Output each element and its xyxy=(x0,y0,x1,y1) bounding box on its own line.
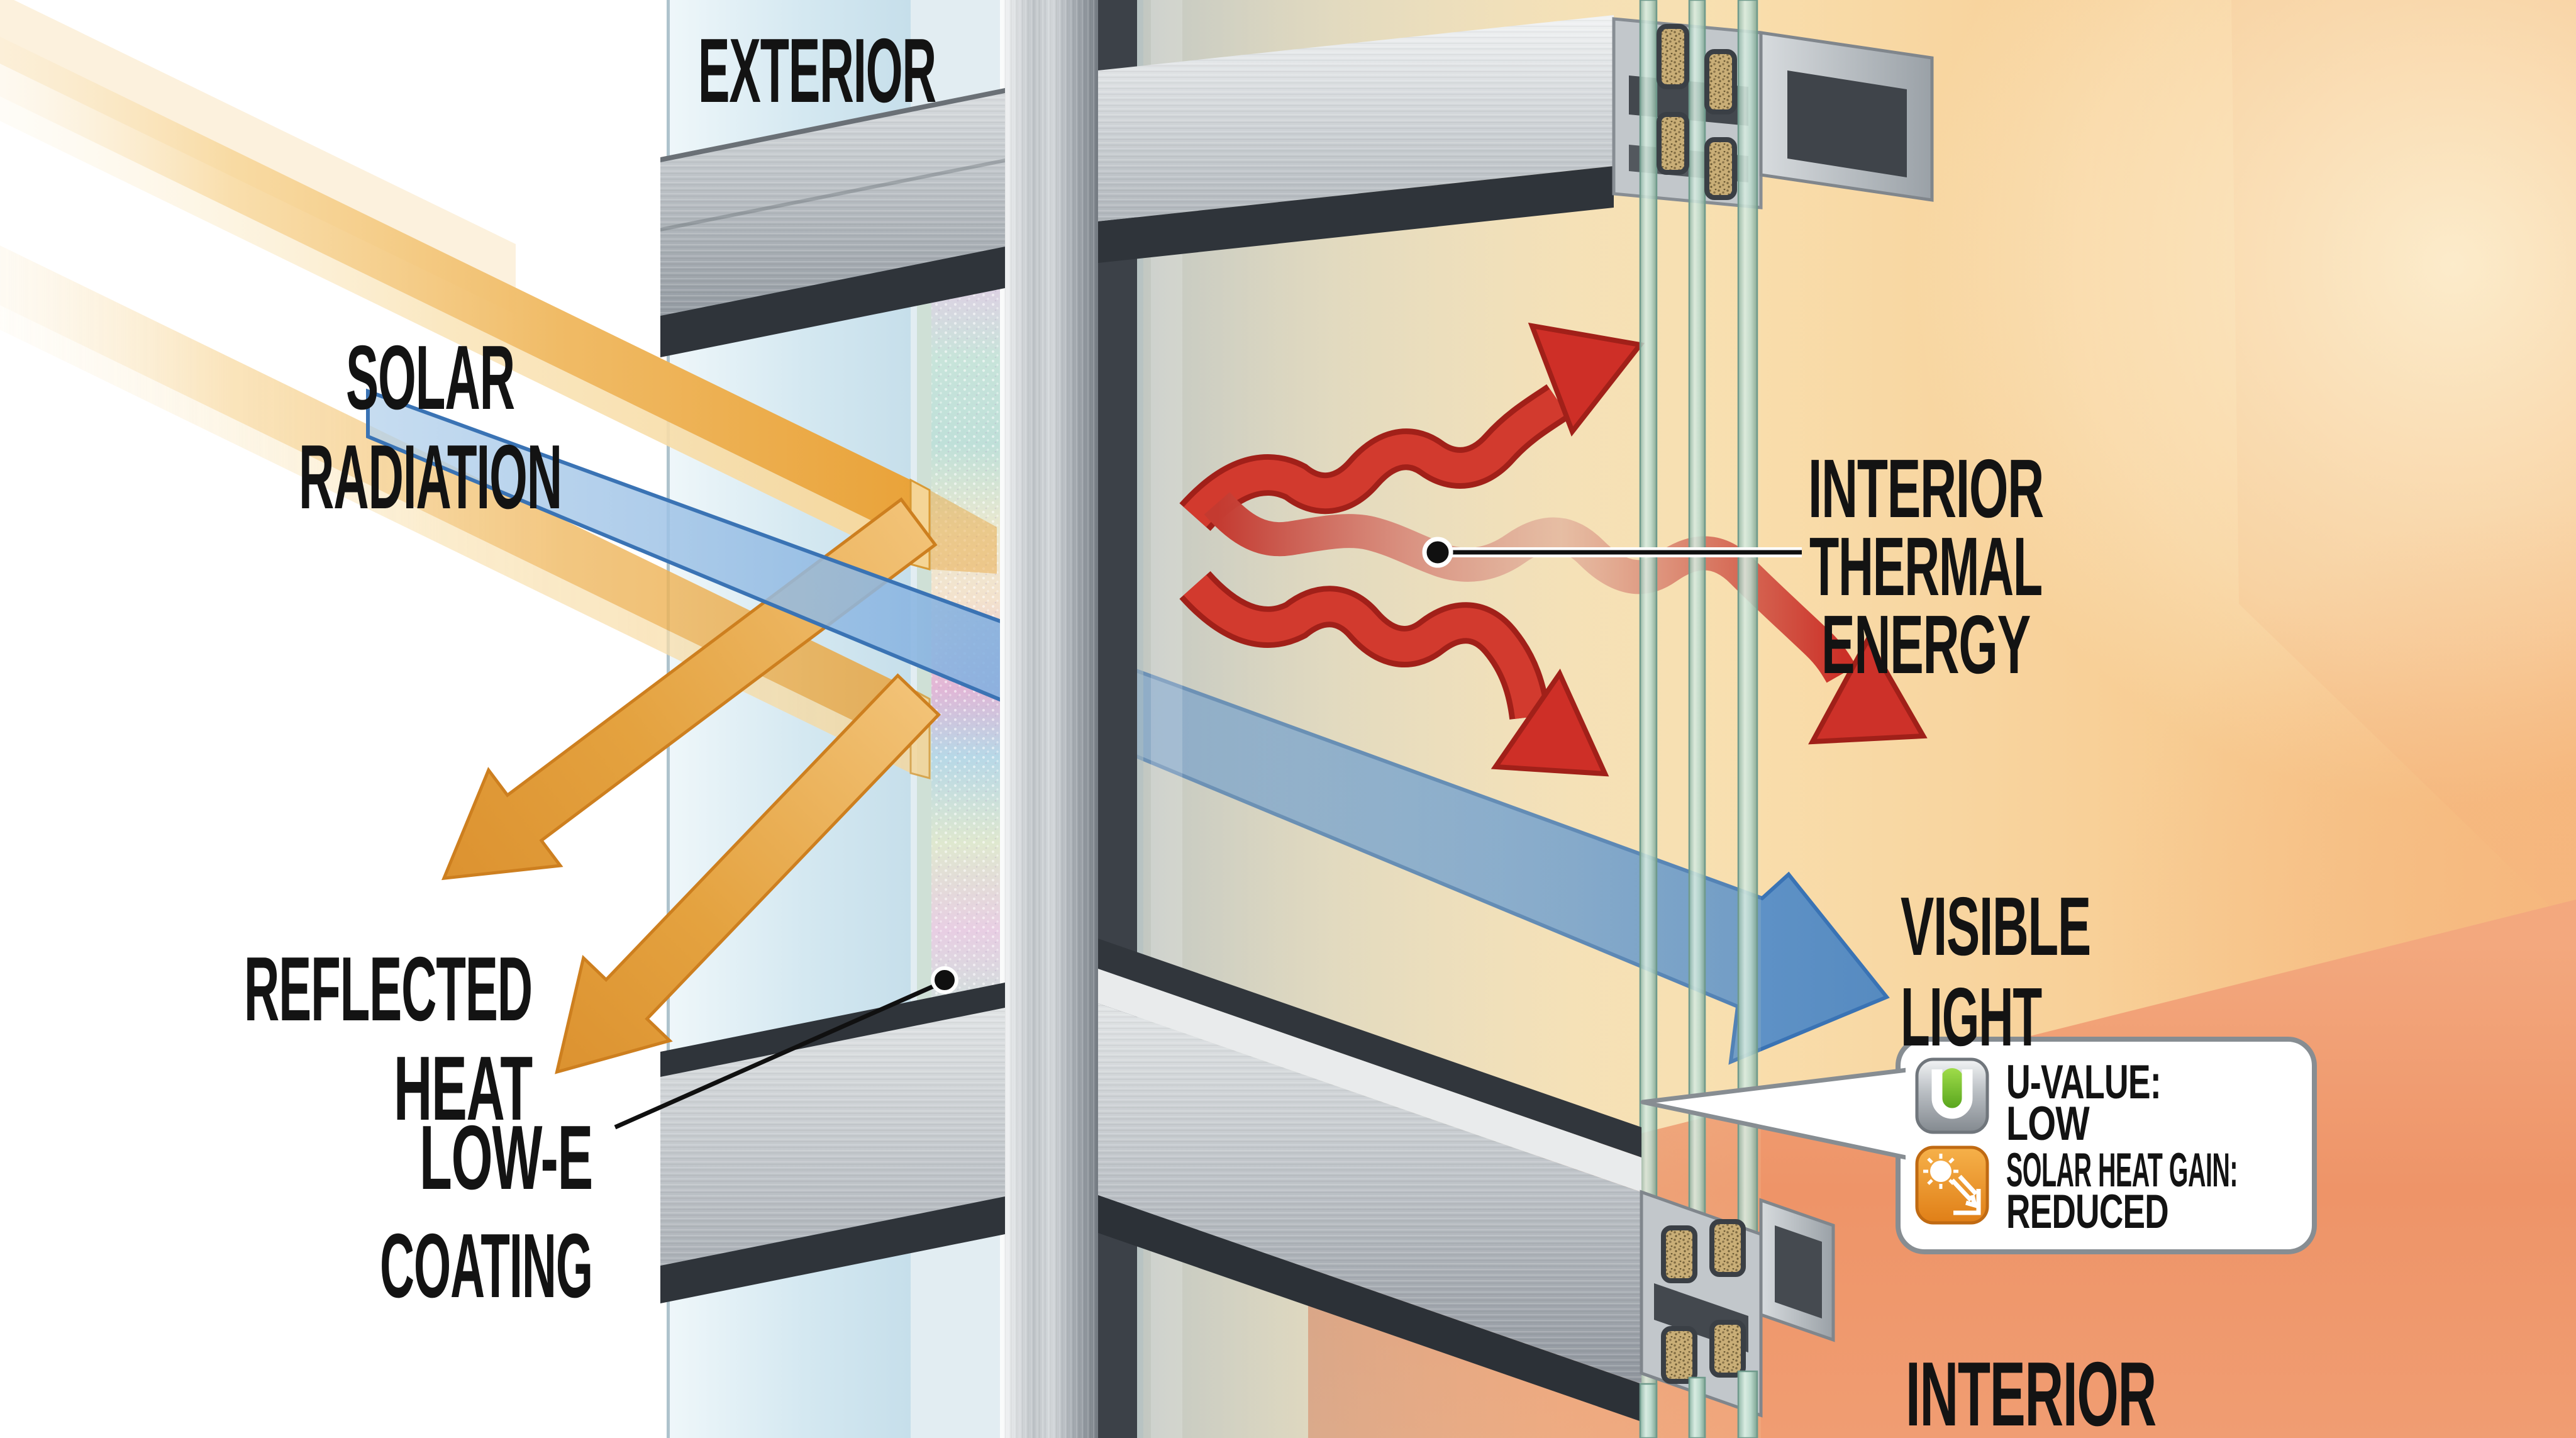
bottom-transom-right-topface xyxy=(1098,969,1641,1192)
top-transom-right-gasket xyxy=(1098,166,1614,263)
thermal-arrow-down-body xyxy=(1184,574,1545,720)
thermal-arrow-through xyxy=(1204,491,1928,745)
spacer-top-4 xyxy=(1704,137,1737,200)
lowe-coating-label-line1: LOW-E xyxy=(419,1106,592,1208)
thermal-label-line1: INTERIOR xyxy=(1808,442,2043,535)
shg-value: REDUCED xyxy=(2006,1185,2168,1239)
top-transom-left-step xyxy=(660,159,1005,231)
interior-thermal-energy-arrows xyxy=(1179,322,1928,777)
bottom-transom-right-texture xyxy=(1098,1003,1641,1384)
u-value-icon xyxy=(1915,1057,1989,1134)
lowe-coating-label-line2: COATING xyxy=(380,1215,592,1317)
thermal-arrow-through-body xyxy=(1204,491,1857,683)
thermal-arrow-through-head xyxy=(1808,634,1928,745)
glazing-pane-3 xyxy=(1737,0,1758,1438)
visible-light-label-line1: VISIBLE xyxy=(1901,880,2090,973)
thermal-leader xyxy=(1422,537,1802,568)
thermal-arrow-down-head xyxy=(1491,668,1609,777)
spacer-top-2 xyxy=(1704,49,1737,114)
interior-label: INTERIOR xyxy=(1906,1343,2156,1438)
bottom-transom xyxy=(660,939,1835,1438)
glazing-pane-2 xyxy=(1688,0,1706,1438)
top-transom-right-texture xyxy=(1098,15,1614,221)
spacer-top-1 xyxy=(1657,24,1689,89)
reflected-heat-arrow-b-shape xyxy=(555,673,941,1074)
shg-label: SOLAR HEAT GAIN: xyxy=(2006,1144,2238,1197)
thermal-arrow-up-head xyxy=(1528,322,1645,437)
spacer-top-3 xyxy=(1657,112,1689,175)
glazing-pane-2-stub xyxy=(1688,1376,1706,1438)
reflected-heat-arrow-b xyxy=(555,673,941,1074)
exterior-label: EXTERIOR xyxy=(698,20,936,121)
lowe-leader xyxy=(614,966,958,1130)
shg-icon-sun xyxy=(1930,1161,1951,1182)
spacer-bottom-2 xyxy=(1709,1219,1746,1277)
lowe-leader-line xyxy=(614,979,946,1130)
thermal-label-line2: THERMAL xyxy=(1809,520,2042,613)
mullion-brushed-texture xyxy=(1004,0,1098,1438)
top-transom-left-capline xyxy=(660,88,1005,162)
u-icon-glyph xyxy=(1931,1069,1973,1119)
glazing-pane-3-stub xyxy=(1737,1370,1758,1438)
shg-icon-arrows xyxy=(1950,1174,1981,1215)
solar-heat-gain-icon xyxy=(1915,1145,1989,1225)
top-section-box-opening xyxy=(1787,70,1907,177)
spacer-bottom-4 xyxy=(1709,1320,1746,1378)
solar-ray-a xyxy=(0,36,911,540)
bottom-transom-cross-section xyxy=(1639,1190,1835,1438)
visible-light-label-line2: LIGHT xyxy=(1901,971,2042,1063)
solar-radiation-label-line1: SOLAR xyxy=(346,326,514,428)
u-icon-green-bar xyxy=(1941,1068,1963,1110)
solar-radiation-label-line2: RADIATION xyxy=(299,426,562,528)
spacer-bottom-3 xyxy=(1661,1326,1697,1384)
lowe-leader-dot xyxy=(931,966,958,994)
bottom-transom-right-shadow xyxy=(1098,1195,1641,1422)
bottom-transom-left-shadow xyxy=(660,1196,1005,1303)
reflected-heat-label-line2: HEAT xyxy=(394,1037,533,1139)
thermal-arrow-up xyxy=(1179,322,1645,532)
top-transom-left-gasket xyxy=(660,247,1005,357)
solar-ray-b xyxy=(0,245,911,749)
reflected-heat-label-line1: REFLECTED xyxy=(244,938,532,1040)
thermal-arrow-down xyxy=(1179,571,1609,777)
mullion-highlight-edge xyxy=(1000,0,1005,1438)
u-value-label: U-VALUE: xyxy=(2006,1056,2161,1109)
glazing-pane-1-stub xyxy=(1639,1383,1658,1438)
central-mullion xyxy=(1000,0,1143,1438)
solar-radiation-rays xyxy=(0,0,997,1074)
bottom-transom-left-texture xyxy=(660,1008,1005,1266)
thermal-arrow-up-body xyxy=(1184,389,1567,528)
bottom-transom-right-gasket xyxy=(1098,939,1641,1157)
performance-callout: U-VALUE: LOW SOLAR HEAT GAIN: REDUCED xyxy=(1640,1037,2317,1254)
coating-sparkle-texture xyxy=(931,273,1014,1141)
bottom-section-box-opening xyxy=(1775,1225,1822,1318)
thermal-leader-dot xyxy=(1422,537,1453,568)
spacer-bottom-1 xyxy=(1661,1225,1697,1283)
thermal-label-line3: ENERGY xyxy=(1821,598,2030,691)
solar-ray-a-underside xyxy=(0,96,911,564)
solar-ray-b-underside xyxy=(0,305,911,773)
solar-ray-a-transmitted xyxy=(930,490,997,574)
u-value-value: LOW xyxy=(2006,1097,2090,1151)
